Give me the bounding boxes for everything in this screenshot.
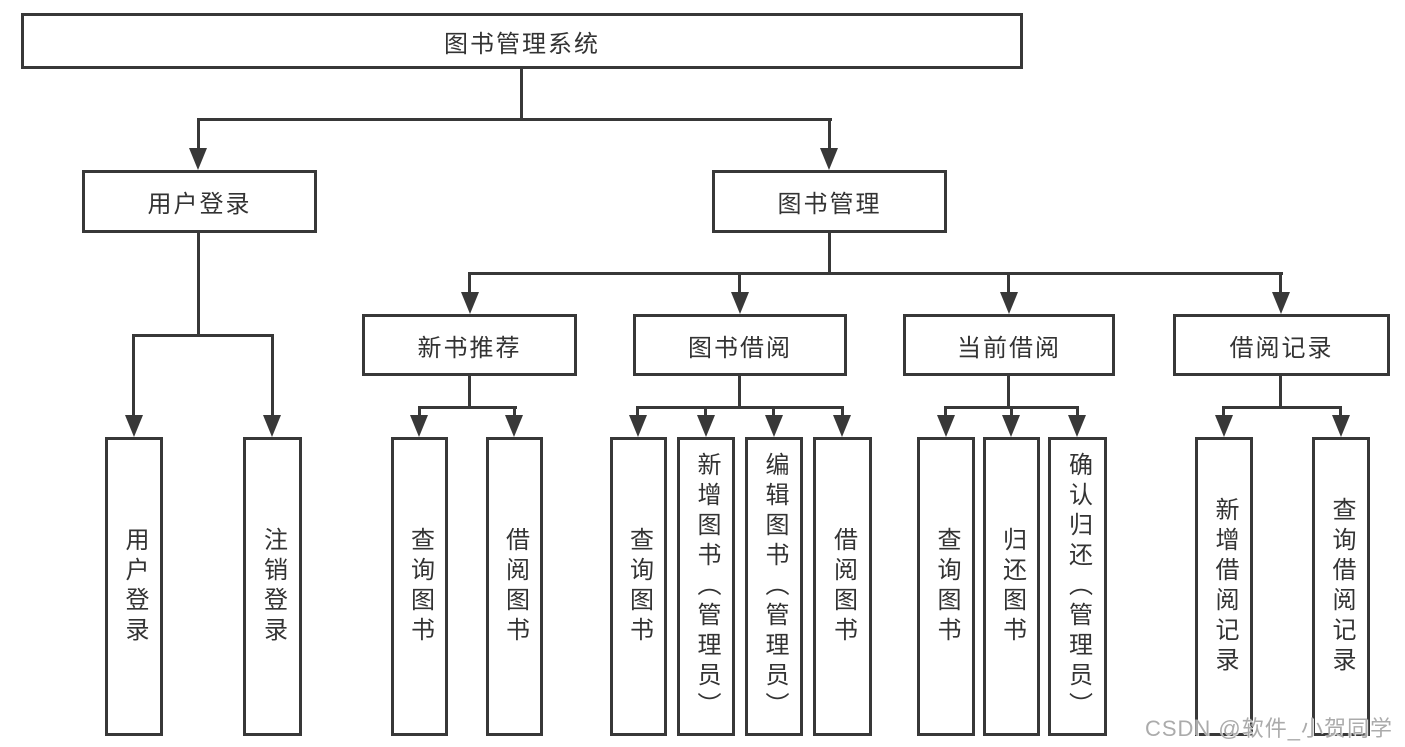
node-new-book-recommend-label: 新书推荐 xyxy=(417,334,522,362)
leaf-current-return: 归还图书 xyxy=(983,437,1040,736)
connector-to-current-borrow xyxy=(1007,272,1010,296)
node-book-borrow-label: 图书借阅 xyxy=(688,334,792,362)
connector-level1-rail xyxy=(197,118,832,121)
leaf-user-login: 用户登录 xyxy=(105,437,163,736)
leaf-borrow-borrow-book: 借阅图书 xyxy=(813,437,872,736)
leaf-borrow-add-book-label: 新增图书（管理员） xyxy=(693,451,720,722)
connector-root-stub xyxy=(520,66,523,120)
leaf-records-query-label: 查询借阅记录 xyxy=(1328,496,1355,677)
connector-leaf-stub xyxy=(944,406,947,420)
arrow-down-icon xyxy=(125,415,143,437)
connector-to-user-login xyxy=(197,118,200,152)
leaf-current-query-label: 查询图书 xyxy=(933,526,960,647)
leaf-logout: 注销登录 xyxy=(243,437,302,736)
connector-leaf-stub xyxy=(1339,406,1342,420)
arrow-down-icon xyxy=(731,292,749,314)
arrow-down-icon xyxy=(461,292,479,314)
leaf-records-add-label: 新增借阅记录 xyxy=(1211,496,1238,677)
connector-user-login-rail xyxy=(132,334,274,337)
arrow-down-icon xyxy=(1215,415,1233,437)
csdn-watermark: CSDN @软件_小贺同学 xyxy=(1144,716,1393,741)
leaf-current-confirm-return-label: 确认归还（管理员） xyxy=(1064,451,1092,722)
node-borrow-records-label: 借阅记录 xyxy=(1229,334,1334,362)
leaf-borrow-borrow-book-label: 借阅图书 xyxy=(829,526,857,647)
leaf-current-confirm-return: 确认归还（管理员） xyxy=(1048,437,1107,736)
connector-leaf-stub xyxy=(1222,406,1225,420)
connector-leaf-stub xyxy=(418,406,421,420)
connector-leaf-stub xyxy=(841,406,844,420)
leaf-newbook-query: 查询图书 xyxy=(391,437,448,736)
node-user-login: 用户登录 xyxy=(82,170,317,233)
leaf-newbook-query-label: 查询图书 xyxy=(406,526,434,647)
arrow-down-icon xyxy=(937,415,955,437)
leaf-borrow-add-book: 新增图书（管理员） xyxy=(677,437,735,736)
node-user-login-label: 用户登录 xyxy=(147,191,252,218)
leaf-borrow-edit-book: 编辑图书（管理员） xyxy=(745,437,803,736)
node-new-book-recommend: 新书推荐 xyxy=(362,314,577,376)
connector-book-borrow-rail xyxy=(636,406,844,409)
node-book-borrow: 图书借阅 xyxy=(633,314,847,376)
connector-to-book-borrow xyxy=(738,272,741,296)
arrow-down-icon xyxy=(697,415,715,437)
arrow-down-icon xyxy=(410,415,428,437)
leaf-current-return-label: 归还图书 xyxy=(998,526,1026,647)
connector-leaf-stub xyxy=(772,406,775,420)
leaf-newbook-borrow-label: 借阅图书 xyxy=(501,526,529,647)
leaf-borrow-query: 查询图书 xyxy=(610,437,667,736)
connector-new-book-rail xyxy=(418,406,517,409)
connector-leaf-stub xyxy=(1076,406,1079,420)
arrow-down-icon xyxy=(833,415,851,437)
arrow-down-icon xyxy=(765,415,783,437)
leaf-borrow-edit-book-label: 编辑图书（管理员） xyxy=(761,451,788,722)
node-book-management-label: 图书管理 xyxy=(777,191,882,218)
node-root-label: 图书管理系统 xyxy=(444,30,600,58)
connector-leaf-stub xyxy=(1010,406,1013,420)
node-current-borrow-label: 当前借阅 xyxy=(957,334,1061,362)
arrow-down-icon xyxy=(1002,415,1020,437)
leaf-user-login-label: 用户登录 xyxy=(121,526,148,647)
node-current-borrow: 当前借阅 xyxy=(903,314,1115,376)
arrow-down-icon xyxy=(189,148,207,170)
node-borrow-records: 借阅记录 xyxy=(1173,314,1390,376)
connector-borrow-records-stub xyxy=(1279,373,1282,409)
leaf-borrow-query-label: 查询图书 xyxy=(625,526,653,647)
node-book-management: 图书管理 xyxy=(712,170,947,233)
connector-leaf-stub xyxy=(513,406,516,420)
arrow-down-icon xyxy=(820,148,838,170)
arrow-down-icon xyxy=(263,415,281,437)
connector-level2-rail xyxy=(468,272,1283,275)
connector-to-new-book xyxy=(468,272,471,296)
connector-to-leaf-logout xyxy=(271,334,274,418)
arrow-down-icon xyxy=(1332,415,1350,437)
leaf-current-query: 查询图书 xyxy=(917,437,975,736)
connector-to-leaf-user-login xyxy=(132,334,135,418)
leaf-records-query: 查询借阅记录 xyxy=(1312,437,1370,736)
connector-leaf-stub xyxy=(636,406,639,420)
arrow-down-icon xyxy=(1272,292,1290,314)
connector-user-login-stub xyxy=(197,230,200,336)
leaf-records-add: 新增借阅记录 xyxy=(1195,437,1253,736)
connector-new-book-stub xyxy=(468,373,471,409)
leaf-logout-label: 注销登录 xyxy=(259,526,287,647)
arrow-down-icon xyxy=(629,415,647,437)
connector-leaf-stub xyxy=(704,406,707,420)
leaf-newbook-borrow: 借阅图书 xyxy=(486,437,543,736)
arrow-down-icon xyxy=(505,415,523,437)
arrow-down-icon xyxy=(1000,292,1018,314)
connector-borrow-records-rail xyxy=(1222,406,1342,409)
connector-to-borrow-records xyxy=(1279,272,1282,296)
node-root: 图书管理系统 xyxy=(21,13,1023,69)
connector-to-book-management xyxy=(828,118,831,152)
connector-book-management-stub xyxy=(828,230,831,274)
arrow-down-icon xyxy=(1068,415,1086,437)
connector-current-borrow-stub xyxy=(1007,373,1010,409)
connector-book-borrow-stub xyxy=(738,373,741,409)
